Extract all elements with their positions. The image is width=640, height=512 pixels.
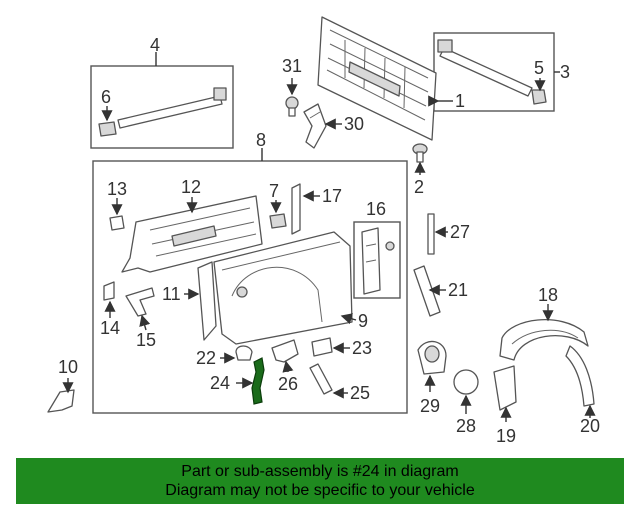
callout-8[interactable]: 8: [256, 130, 266, 150]
callout-24[interactable]: 24: [210, 373, 230, 393]
bolt-part-2[interactable]: [412, 143, 428, 163]
callout-16[interactable]: 16: [366, 199, 386, 219]
callout-31[interactable]: 31: [282, 56, 302, 76]
parts-diagram: 1 2 3 4 5 6 7 8 9 10 11 12 13 14 15 16 1…: [47, 16, 600, 446]
group-8-box: [92, 160, 408, 414]
callout-10[interactable]: 10: [58, 357, 78, 377]
strip-part-21[interactable]: [413, 265, 441, 317]
bracket-part-30[interactable]: [303, 103, 327, 149]
callout-13[interactable]: 13: [107, 179, 127, 199]
group-4-box: [90, 65, 234, 149]
wheelhouse-part-18[interactable]: [499, 319, 589, 361]
highlighted-part-24[interactable]: [251, 357, 265, 405]
clip-part-22[interactable]: [235, 345, 253, 361]
callout-5[interactable]: 5: [534, 58, 544, 78]
group-16-box: [353, 221, 401, 299]
bracket-part-11[interactable]: [197, 261, 217, 341]
callout-4[interactable]: 4: [150, 35, 160, 55]
callout-9[interactable]: 9: [358, 311, 368, 331]
bracket-part-26[interactable]: [271, 339, 299, 363]
inner-panel-part-12[interactable]: [121, 195, 263, 273]
callout-14[interactable]: 14: [100, 318, 120, 338]
callout-29[interactable]: 29: [420, 396, 440, 416]
callout-23[interactable]: 23: [352, 338, 372, 358]
front-panel-part-1[interactable]: [317, 16, 437, 141]
callout-28[interactable]: 28: [456, 416, 476, 436]
bracket-part-10[interactable]: [47, 389, 75, 413]
callout-2[interactable]: 2: [414, 177, 424, 197]
rail-cap-part-5[interactable]: [531, 89, 547, 105]
fuel-door-part-28[interactable]: [453, 369, 479, 395]
callout-27[interactable]: 27: [450, 222, 470, 242]
plate-part-14[interactable]: [103, 281, 115, 301]
rail-part-4[interactable]: [117, 87, 227, 129]
callout-11[interactable]: 11: [162, 284, 181, 304]
callout-3[interactable]: 3: [560, 62, 570, 82]
callout-18[interactable]: 18: [538, 285, 558, 305]
rail-part-3[interactable]: [437, 39, 533, 97]
bracket-part-23[interactable]: [311, 337, 333, 357]
callout-17[interactable]: 17: [322, 186, 342, 206]
callout-25[interactable]: 25: [350, 383, 370, 403]
callout-20[interactable]: 20: [580, 416, 600, 436]
liner-part-20[interactable]: [565, 345, 595, 407]
block-part-7[interactable]: [269, 213, 287, 229]
callout-19[interactable]: 19: [496, 426, 516, 446]
callout-30[interactable]: 30: [344, 114, 364, 134]
strip-part-17[interactable]: [291, 183, 301, 235]
callout-7[interactable]: 7: [269, 181, 279, 201]
bolt-part-31[interactable]: [285, 96, 299, 117]
banner-line-1: Part or sub-assembly is #24 in diagram: [181, 463, 459, 480]
callout-15[interactable]: 15: [136, 330, 156, 350]
callout-26[interactable]: 26: [278, 374, 298, 394]
strip-part-25[interactable]: [309, 363, 333, 395]
callout-1[interactable]: 1: [455, 91, 465, 111]
liner-part-19[interactable]: [493, 365, 517, 411]
callout-21[interactable]: 21: [448, 280, 468, 300]
callout-22[interactable]: 22: [196, 348, 216, 368]
banner-line-2: Diagram may not be specific to your vehi…: [165, 482, 475, 499]
info-banner: Part or sub-assembly is #24 in diagram D…: [16, 458, 624, 504]
bracket-part-15[interactable]: [125, 287, 155, 317]
bracket-part-16[interactable]: [361, 227, 395, 295]
callout-12[interactable]: 12: [181, 177, 201, 197]
rail-cap-part-6[interactable]: [98, 121, 117, 137]
fuel-housing-part-29[interactable]: [417, 340, 447, 375]
callout-6[interactable]: 6: [101, 87, 111, 107]
clip-part-13[interactable]: [109, 215, 125, 231]
rod-part-27[interactable]: [427, 213, 435, 255]
